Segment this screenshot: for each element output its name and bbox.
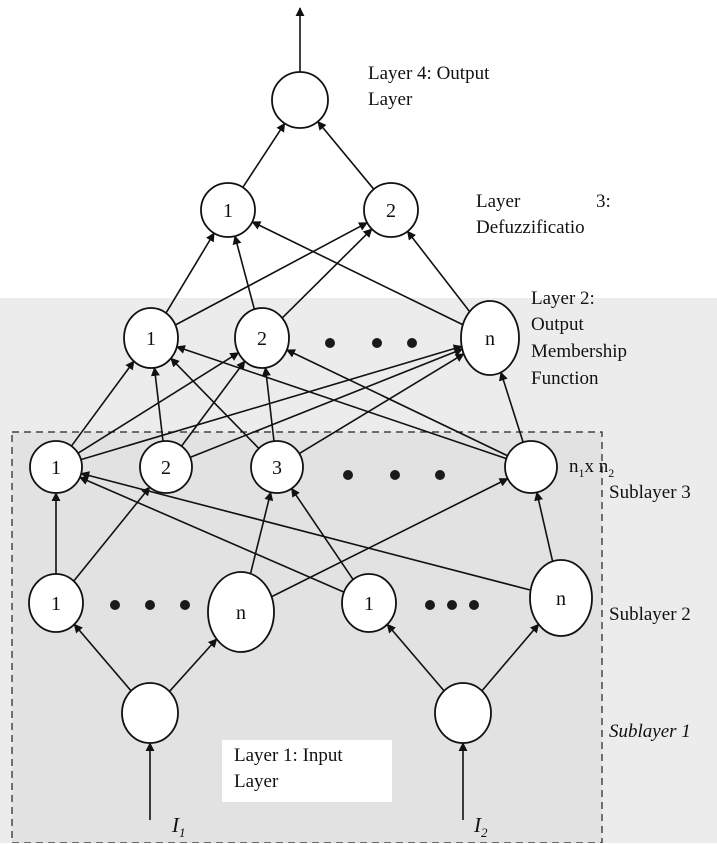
edge-s3_2-to-m1 — [150, 366, 164, 442]
input-i2-symbol: I — [474, 813, 481, 837]
ellipsis-dot-2-2 — [180, 600, 190, 610]
edge-s2_nb-to-s3_n — [534, 491, 554, 562]
edge-s3_1-to-m1 — [70, 360, 135, 447]
ellipsis-dot-1-0 — [343, 470, 353, 480]
ellipsis-dot-0-2 — [407, 338, 417, 348]
sublayer-3-label: Sublayer 3 — [609, 482, 691, 503]
input-i1-symbol: I — [172, 813, 179, 837]
sub3-count-sub2: 2 — [608, 465, 615, 480]
edge-s2_1b-to-s3_1 — [79, 476, 345, 593]
node-s3-n — [504, 440, 558, 494]
input-i2-label: I2 — [474, 814, 488, 844]
node-s2-1b — [341, 573, 397, 633]
edge-s3_3-to-mn — [298, 353, 465, 455]
ellipsis-dot-3-2 — [469, 600, 479, 610]
ellipsis-dot-2-1 — [145, 600, 155, 610]
edge-s1_2-to-s2_1b — [386, 623, 445, 692]
edge-s1_1-to-s2_1 — [73, 623, 132, 692]
node-d1 — [200, 182, 256, 238]
edge-s2_n-to-s3_3 — [249, 491, 274, 574]
edge-m2-to-d1 — [232, 235, 256, 310]
node-s2-nb — [529, 559, 593, 637]
edge-s3_3-to-m1 — [170, 357, 260, 449]
output-mf-line1: Layer 2: — [531, 288, 595, 309]
edge-mn-to-d1 — [251, 221, 464, 326]
edge-s3_n-to-mn — [499, 371, 524, 443]
node-label-s2-nb: n — [556, 588, 566, 610]
node-label-s2-n: n — [236, 602, 246, 624]
ellipsis-dot-3-0 — [425, 600, 435, 610]
output-layer-title: Layer 4: Output — [368, 63, 490, 84]
node-s3-3 — [250, 440, 304, 494]
node-s3-1 — [29, 440, 83, 494]
edge-s2_nb-to-s3_1 — [80, 471, 531, 591]
node-label-m1: 1 — [146, 328, 156, 350]
node-mn — [460, 300, 520, 376]
edge-s3_n-to-m1 — [175, 345, 507, 460]
node-label-d2: 2 — [386, 200, 396, 222]
edge-s2_1b-to-s3_3 — [290, 487, 354, 580]
sublayer-1-label: Sublayer 1 — [609, 721, 691, 742]
edge-s3_n-to-m2 — [285, 349, 508, 457]
ellipsis-dot-0-0 — [325, 338, 335, 348]
defuzz-layer-title-a: Layer — [476, 191, 521, 212]
sub3-count-n1: n — [569, 456, 579, 477]
node-label-mn: n — [485, 328, 495, 350]
edge-s3_1-to-mn — [80, 344, 463, 461]
ellipsis-dot-2-0 — [110, 600, 120, 610]
input-layer-label-box — [222, 740, 392, 802]
node-label-s2-1b: 1 — [364, 593, 374, 615]
node-label-s3-2: 2 — [161, 457, 171, 479]
node-s3-2 — [139, 440, 193, 494]
edge-m1-to-d2 — [174, 222, 368, 326]
sub3-count-sub1: 1 — [578, 465, 585, 480]
input-layer-title-line2: Layer — [234, 771, 279, 792]
ellipsis-dot-1-1 — [390, 470, 400, 480]
input-i1-subscript: 1 — [179, 825, 186, 841]
edge-s3_3-to-m2 — [261, 366, 275, 442]
edge-m1-to-d1 — [165, 232, 215, 314]
output-mf-line4: Function — [531, 368, 599, 389]
output-mf-line3: Membership — [531, 341, 628, 362]
node-label-s3-1: 1 — [51, 457, 61, 479]
input-i2-subscript: 2 — [481, 825, 488, 841]
edge-s1_2-to-s2_nb — [481, 623, 540, 692]
output-mf-line2: Output — [531, 314, 584, 335]
node-label-s3-3: 3 — [272, 457, 282, 479]
node-out — [271, 71, 329, 129]
node-s2-n — [207, 571, 275, 653]
input-i1-label: I1 — [172, 814, 186, 844]
edge-s1_1-to-s2_n — [168, 638, 218, 692]
node-m2 — [234, 307, 290, 369]
node-label-d1: 1 — [223, 200, 233, 222]
sub3-count-x: x n — [584, 456, 609, 477]
node-s1-1 — [121, 682, 179, 744]
node-d2 — [363, 182, 419, 238]
ellipsis-dot-0-1 — [372, 338, 382, 348]
edge-d2-to-out — [317, 120, 375, 190]
defuzz-layer-title-b: 3: — [596, 191, 611, 212]
node-s2-1 — [28, 573, 84, 633]
ellipsis-dot-3-1 — [447, 600, 457, 610]
output-layer-title-line2: Layer — [368, 89, 413, 110]
node-s1-2 — [434, 682, 492, 744]
edge-d1-to-out — [242, 122, 286, 188]
input-layer-title: Layer 1: Input — [234, 745, 343, 766]
edge-m2-to-d2 — [281, 228, 373, 319]
edge-s3_2-to-mn — [189, 347, 464, 459]
node-m1 — [123, 307, 179, 369]
sublayer-2-label: Sublayer 2 — [609, 604, 691, 625]
node-label-m2: 2 — [257, 328, 267, 350]
ellipsis-dot-1-2 — [435, 470, 445, 480]
defuzz-layer-title-line2: Defuzzificatio — [476, 217, 585, 238]
edge-s3_2-to-m2 — [180, 360, 246, 447]
sub3-count: n1x n2 — [569, 455, 614, 485]
edge-mn-to-d2 — [406, 230, 471, 313]
node-label-s2-1: 1 — [51, 593, 61, 615]
